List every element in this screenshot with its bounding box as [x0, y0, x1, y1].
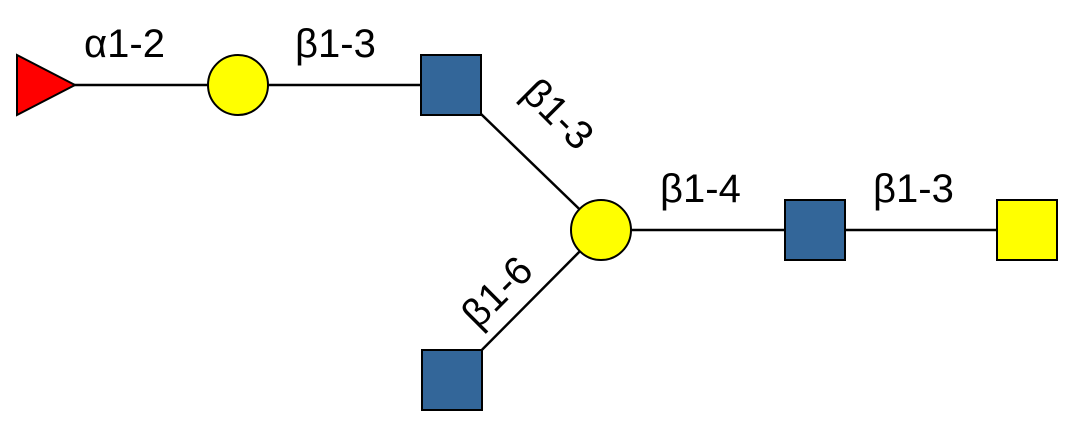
glcnac-square — [421, 349, 483, 411]
galnac-square — [996, 199, 1058, 261]
linkage-label: β1-6 — [453, 248, 541, 336]
linkage-label: α1-2 — [84, 22, 165, 66]
glcnac-square — [420, 54, 482, 116]
glcnac-square — [784, 199, 846, 261]
linkage-label: β1-4 — [660, 167, 741, 211]
galactose-circle — [207, 54, 269, 116]
linkage-label: β1-3 — [295, 22, 376, 66]
linkage-label: β1-3 — [514, 70, 602, 158]
fucose-triangle — [16, 53, 78, 117]
linkage-label: β1-3 — [873, 167, 954, 211]
galactose-circle — [570, 199, 632, 261]
